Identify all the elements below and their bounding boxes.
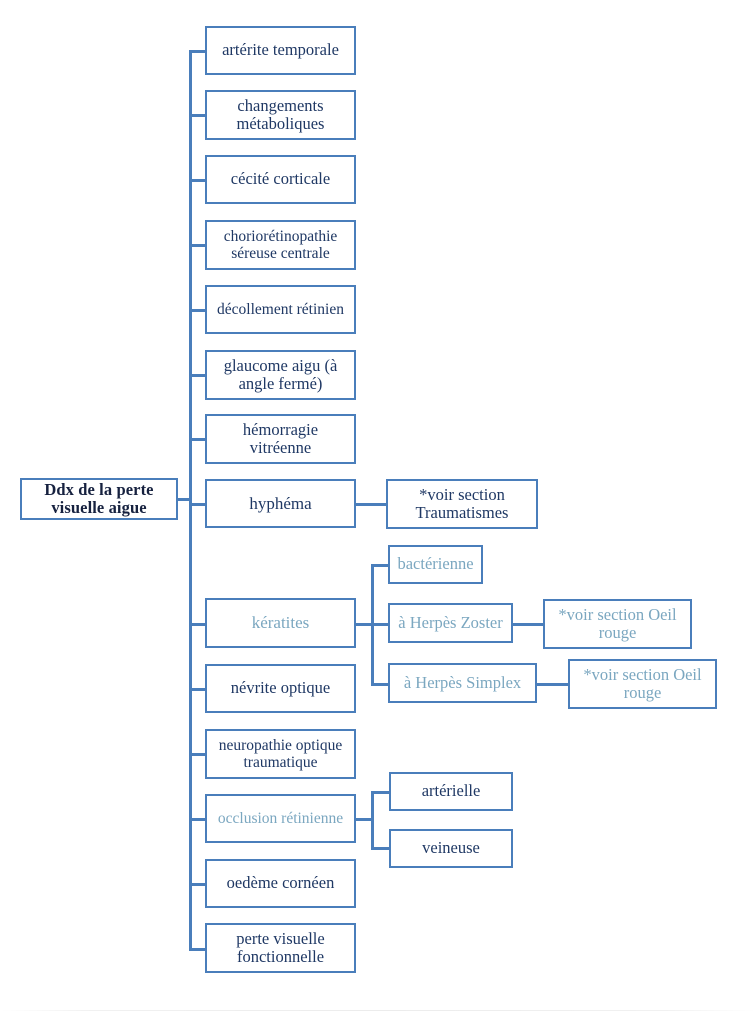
branch-stub-9: [189, 623, 207, 626]
branch-stub-4: [189, 244, 207, 247]
branch-stub-8: [189, 503, 207, 506]
zoster-child-line: [513, 623, 543, 626]
node-occlusion-retinienne[interactable]: occlusion rétinienne: [205, 794, 356, 843]
node-perte-visuelle-fonctionnelle-label: perte visuelle fonctionnelle: [236, 928, 325, 966]
branch-stub-10: [189, 688, 207, 691]
branch-stub-14: [189, 948, 207, 951]
node-glaucome-aigu[interactable]: glaucome aigu (à angle fermé): [205, 350, 356, 400]
simplex-child-line: [537, 683, 568, 686]
node-keratites[interactable]: kératites: [205, 598, 356, 648]
node-changements-metaboliques-label: changements métaboliques: [236, 95, 325, 133]
node-oeil-rouge-simplex-label: *voir section Oeil rouge: [583, 664, 702, 702]
node-herpes-simplex[interactable]: à Herpès Simplex: [388, 663, 537, 703]
branch-stub-7: [189, 438, 207, 441]
branch-stub-11: [189, 753, 207, 756]
branch-stub-3: [189, 179, 207, 182]
root-to-trunk-line: [177, 498, 191, 501]
node-decollement-retinien-label: décollement rétinien: [217, 300, 344, 318]
branch-stub-5: [189, 309, 207, 312]
keratites-child-stub-2: [371, 623, 389, 626]
node-hemorragie-vitreenne-label: hémorragie vitréenne: [242, 419, 319, 457]
node-neuropathie-optique-traumatique-label: neuropathie optique traumatique: [218, 736, 343, 771]
page-bottom-rule: [0, 1010, 756, 1011]
node-nevrite-optique[interactable]: névrite optique: [205, 664, 356, 713]
node-oeil-rouge-simplex[interactable]: *voir section Oeil rouge: [568, 659, 717, 709]
node-perte-visuelle-fonctionnelle[interactable]: perte visuelle fonctionnelle: [205, 923, 356, 973]
node-arterite-temporale-label: artérite temporale: [222, 40, 339, 60]
node-voir-section-traumatismes[interactable]: *voir section Traumatismes: [386, 479, 538, 529]
node-hyphema-label: hyphéma: [249, 493, 312, 513]
keratites-child-stub-3: [371, 683, 389, 686]
node-oeil-rouge-zoster-label: *voir section Oeil rouge: [558, 604, 677, 642]
node-herpes-zoster[interactable]: à Herpès Zoster: [388, 603, 513, 643]
node-bacterienne-label: bactérienne: [397, 554, 474, 574]
node-cecite-corticale[interactable]: cécité corticale: [205, 155, 356, 204]
branch-stub-13: [189, 883, 207, 886]
occlusion-subtrunk-line: [371, 791, 374, 849]
node-keratites-label: kératites: [251, 613, 310, 633]
node-choriorétinopathie-label: choriorétinopathie séreuse centrale: [223, 227, 338, 262]
node-veineuse-label: veineuse: [422, 838, 480, 858]
node-hyphema[interactable]: hyphéma: [205, 479, 356, 528]
branch-stub-1: [189, 50, 207, 53]
node-neuropathie-optique-traumatique[interactable]: neuropathie optique traumatique: [205, 729, 356, 779]
node-root[interactable]: Ddx de la perte visuelle aigue: [20, 478, 178, 520]
node-glaucome-aigu-label: glaucome aigu (à angle fermé): [223, 355, 338, 393]
node-hemorragie-vitreenne[interactable]: hémorragie vitréenne: [205, 414, 356, 464]
node-changements-metaboliques[interactable]: changements métaboliques: [205, 90, 356, 140]
node-arterielle-label: artérielle: [421, 781, 481, 801]
node-veineuse[interactable]: veineuse: [389, 829, 513, 868]
node-arterielle[interactable]: artérielle: [389, 772, 513, 811]
branch-stub-2: [189, 114, 207, 117]
keratites-stem-line: [355, 623, 373, 626]
node-cecite-corticale-label: cécité corticale: [230, 169, 331, 189]
branch-stub-12: [189, 818, 207, 821]
node-root-label: Ddx de la perte visuelle aigue: [44, 479, 154, 517]
node-oeil-rouge-zoster[interactable]: *voir section Oeil rouge: [543, 599, 692, 649]
node-herpes-zoster-label: à Herpès Zoster: [398, 612, 503, 632]
node-occlusion-retinienne-label: occlusion rétinienne: [217, 809, 344, 827]
node-decollement-retinien[interactable]: décollement rétinien: [205, 285, 356, 334]
occlusion-child-stub-2: [371, 847, 389, 850]
node-oedeme-corneen[interactable]: oedème cornéen: [205, 859, 356, 908]
node-choriorétinopathie[interactable]: choriorétinopathie séreuse centrale: [205, 220, 356, 270]
occlusion-child-stub-1: [371, 791, 389, 794]
node-bacterienne[interactable]: bactérienne: [388, 545, 483, 584]
hyphema-child-line: [355, 503, 388, 506]
node-voir-section-traumatismes-label: *voir section Traumatismes: [415, 484, 509, 522]
node-arterite-temporale[interactable]: artérite temporale: [205, 26, 356, 75]
node-herpes-simplex-label: à Herpès Simplex: [403, 672, 522, 692]
node-nevrite-optique-label: névrite optique: [230, 678, 331, 698]
keratites-child-stub-1: [371, 564, 389, 567]
node-oedeme-corneen-label: oedème cornéen: [226, 873, 335, 893]
occlusion-stem-line: [355, 818, 373, 821]
branch-stub-6: [189, 374, 207, 377]
